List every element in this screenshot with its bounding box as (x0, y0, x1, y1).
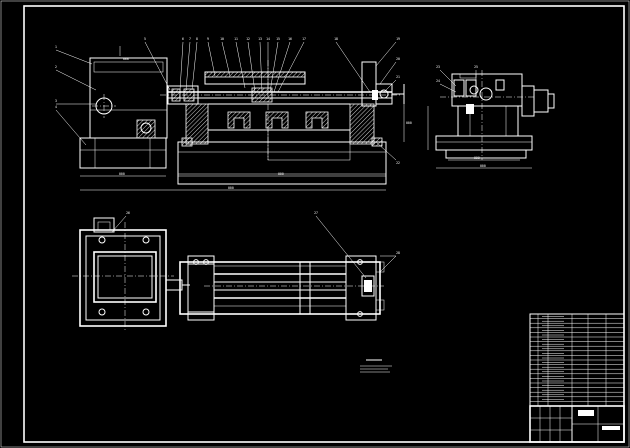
balloon-number: 25 (474, 65, 478, 69)
balloon-number: 24 (436, 79, 440, 83)
front-view: 000 000 000 000 000 (55, 37, 412, 191)
balloon-number: 22 (396, 161, 400, 165)
dim-front-3: 000 (278, 172, 284, 176)
right-support (349, 103, 375, 145)
side-handle (521, 85, 535, 117)
dim-front-4: 000 (406, 121, 412, 125)
balloon-number: 12 (246, 37, 250, 41)
balloon-number: 9 (207, 37, 209, 41)
balloon-number: 15 (276, 37, 280, 41)
balloon-number: 2 (55, 65, 57, 69)
balloon-number: 1 (55, 45, 57, 49)
side-base (435, 135, 533, 151)
main-bed (177, 141, 387, 185)
title-mark (578, 410, 594, 416)
drawing-number-mark (602, 426, 620, 430)
dim-side-2: 000 (480, 164, 486, 168)
balloon-number: 6 (182, 37, 184, 41)
top-jaw-outer (79, 229, 167, 327)
balloon-number: 20 (396, 57, 400, 61)
t-slot-3 (305, 111, 329, 129)
balloon-number: 8 (196, 37, 198, 41)
balloon-number: 26 (126, 211, 130, 215)
balloon-number: 5 (144, 37, 146, 41)
balloon-number: 16 (288, 37, 292, 41)
balloon-number: 10 (220, 37, 224, 41)
dim-top-jaw: 000 (123, 57, 129, 61)
side-view: 000 000 23 24 25 (427, 65, 555, 169)
balloon-number: 28 (396, 251, 400, 255)
balloon-number: 3 (55, 99, 57, 103)
dim-front-2: 000 (228, 186, 234, 190)
top-bed (179, 261, 381, 315)
t-slot-2 (265, 111, 289, 129)
dim-side-1: 000 (474, 156, 480, 160)
balloon-number: 13 (258, 37, 262, 41)
balloon-number: 14 (266, 37, 270, 41)
dim-front-1: 000 (119, 172, 125, 176)
title-block (529, 313, 625, 443)
balloon-number: 23 (436, 65, 440, 69)
balloon-number: 27 (314, 211, 318, 215)
balloon-number: 4 (55, 105, 57, 109)
balloon-number: 11 (234, 37, 238, 41)
inner-border (23, 5, 625, 443)
balloon-number: 21 (396, 75, 400, 79)
balloon-number: 7 (189, 37, 191, 41)
balloon-number: 17 (302, 37, 306, 41)
side-top-plate (451, 73, 523, 107)
t-slot-1 (227, 111, 251, 129)
top-view: 26 27 28 (72, 211, 400, 332)
technical-notes (360, 359, 392, 373)
balloon-number: 18 (334, 37, 338, 41)
leader-lines-front (55, 41, 397, 161)
left-base (79, 137, 167, 169)
balloon-number: 19 (396, 37, 400, 41)
